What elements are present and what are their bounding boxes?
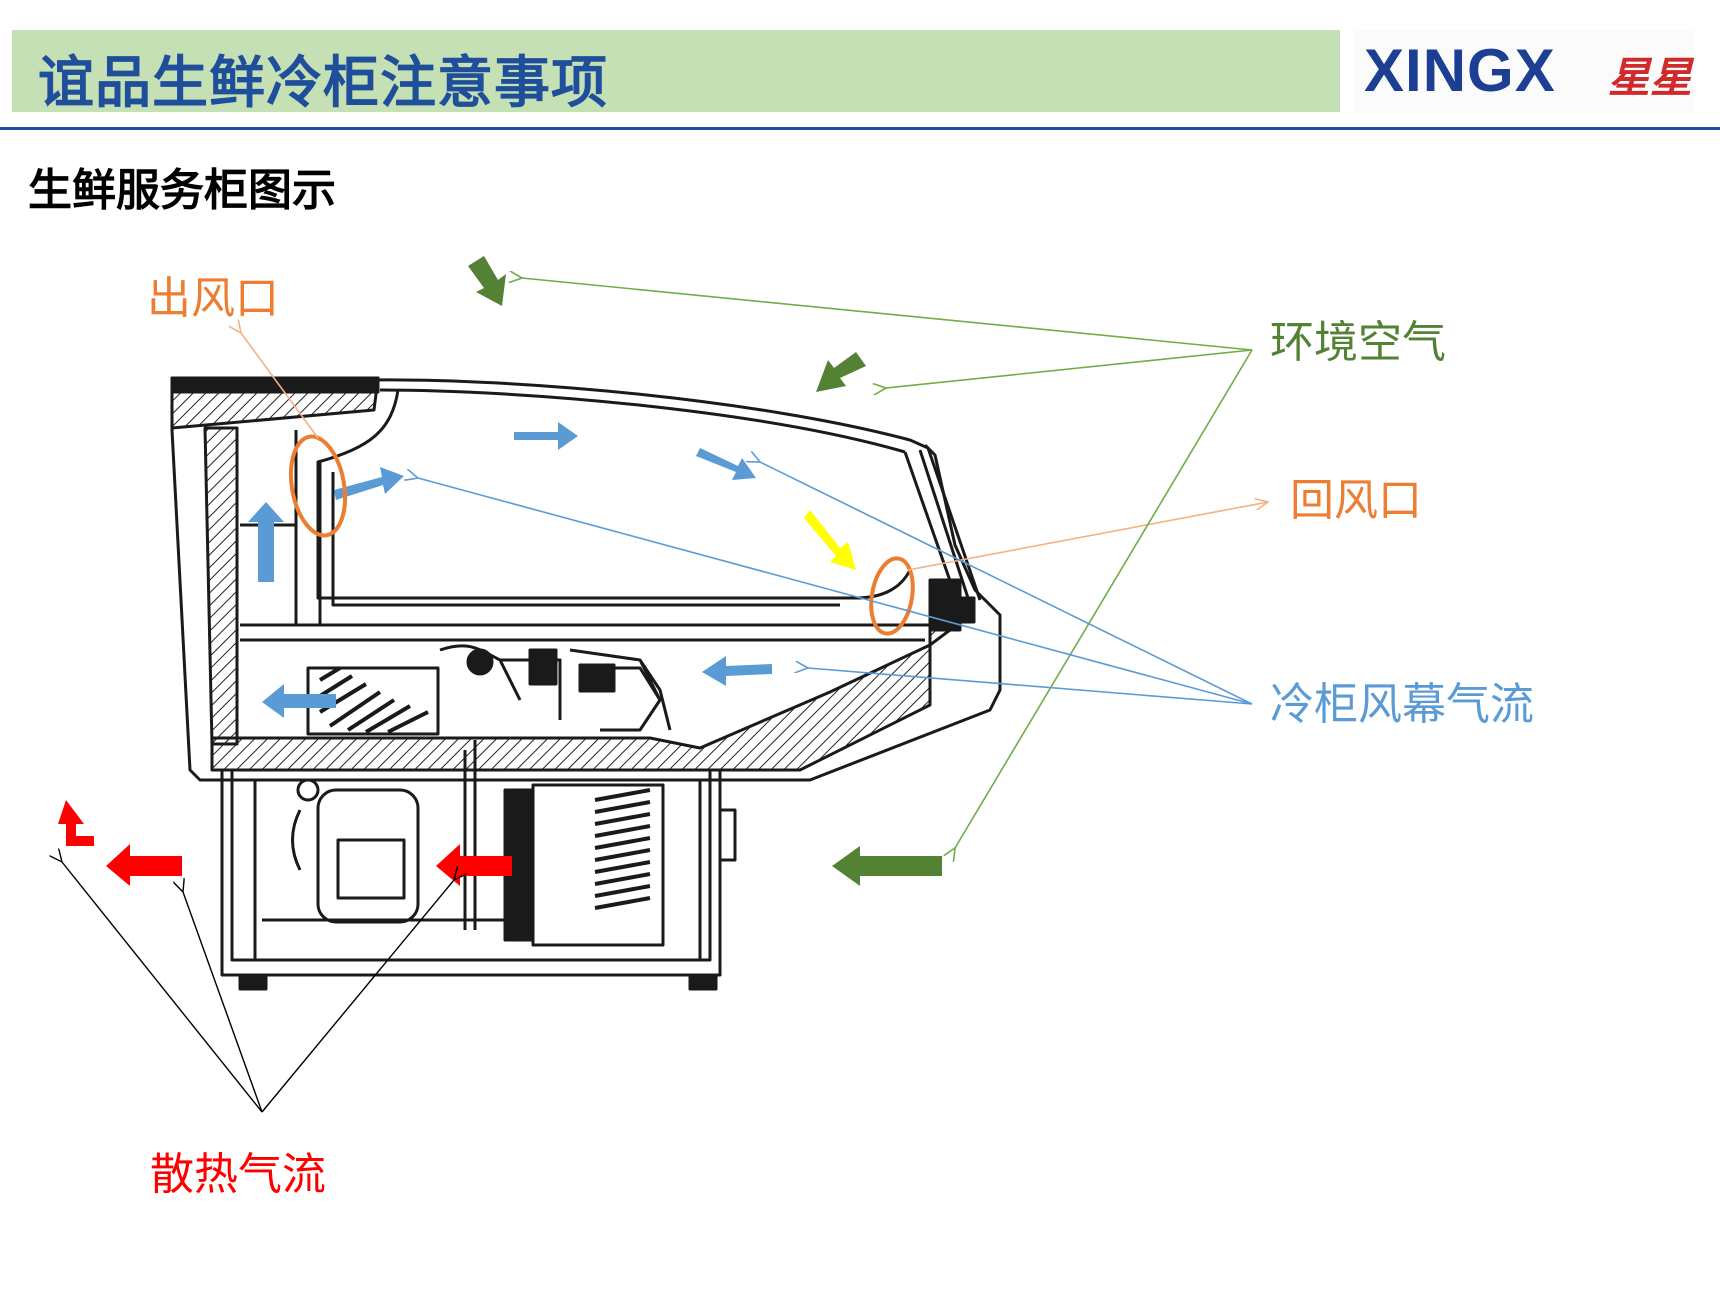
airflow-arrows [58,256,942,886]
curtain-air-arrow [696,448,756,480]
return-air-arrow [804,510,856,570]
ambient-air-arrow [832,846,942,886]
ambient-air-arrow [816,352,866,392]
ambient-air-arrow [468,256,506,306]
heat-flow-arrow [58,800,94,846]
cabinet-body [172,378,1000,989]
air-curtain-label: 冷柜风幕气流 [1270,680,1534,730]
curtain-air-arrow [248,502,284,582]
ambient-air-label: 环境空气 [1270,318,1446,368]
return-air-label: 回风口 [1290,476,1422,526]
outlet-label: 出风口 [147,274,279,324]
curtain-air-arrow [514,422,578,450]
heat-flow-arrow [106,844,182,886]
heat-flow-label: 散热气流 [150,1150,326,1200]
curtain-air-arrow [262,684,336,718]
curtain-air-arrow [702,656,772,686]
